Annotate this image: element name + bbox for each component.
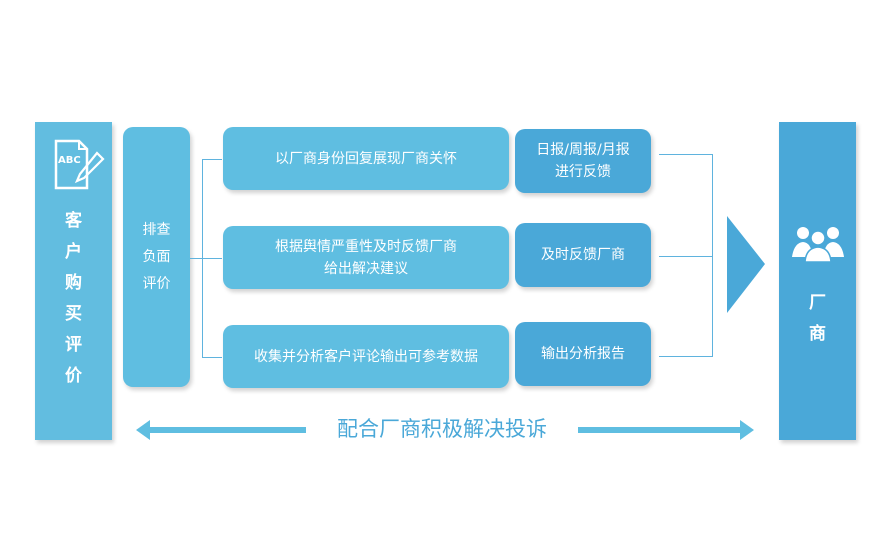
connector: [659, 256, 712, 257]
left-arrow-icon: [136, 420, 306, 440]
step1-text: 评价: [142, 275, 171, 292]
output-box: 日报/周报/月报 进行反馈: [515, 129, 651, 193]
right-bracket: [712, 154, 713, 357]
action-box: 根据舆情严重性及时反馈厂商 给出解决建议: [223, 226, 509, 289]
action-box: 以厂商身份回复展现厂商关怀: [223, 127, 509, 190]
vendor-column: 厂 商: [779, 122, 856, 440]
customer-char: 户: [65, 242, 82, 262]
output-box: 及时反馈厂商: [515, 223, 651, 287]
action-box: 收集并分析客户评论输出可参考数据: [223, 325, 509, 388]
connector: [202, 357, 222, 358]
svg-text:ABC: ABC: [58, 155, 81, 166]
connector: [202, 159, 222, 160]
customer-char: 价: [65, 366, 82, 386]
connector: [190, 258, 222, 259]
connector: [659, 154, 712, 155]
step1-text: 排查: [142, 221, 171, 238]
people-group-icon: [792, 227, 844, 263]
arrow-triangle-icon: [727, 216, 765, 313]
abc-document-pen-icon: ABC: [54, 139, 105, 190]
bottom-caption: 配合厂商积极解决投诉: [337, 417, 547, 441]
customer-column: ABC 客 户 购 买 评 价: [35, 122, 112, 440]
step1-text: 负面: [142, 248, 171, 265]
customer-char: 购: [65, 273, 82, 293]
step-check-negative-reviews: 排查 负面 评价: [123, 127, 190, 387]
connector: [659, 356, 712, 357]
customer-char: 买: [65, 304, 82, 324]
customer-char: 客: [65, 211, 82, 231]
vendor-char: 厂: [809, 293, 826, 313]
customer-char: 评: [65, 335, 82, 355]
right-arrow-icon: [578, 420, 754, 440]
output-box: 输出分析报告: [515, 322, 651, 386]
vendor-char: 商: [809, 324, 826, 344]
